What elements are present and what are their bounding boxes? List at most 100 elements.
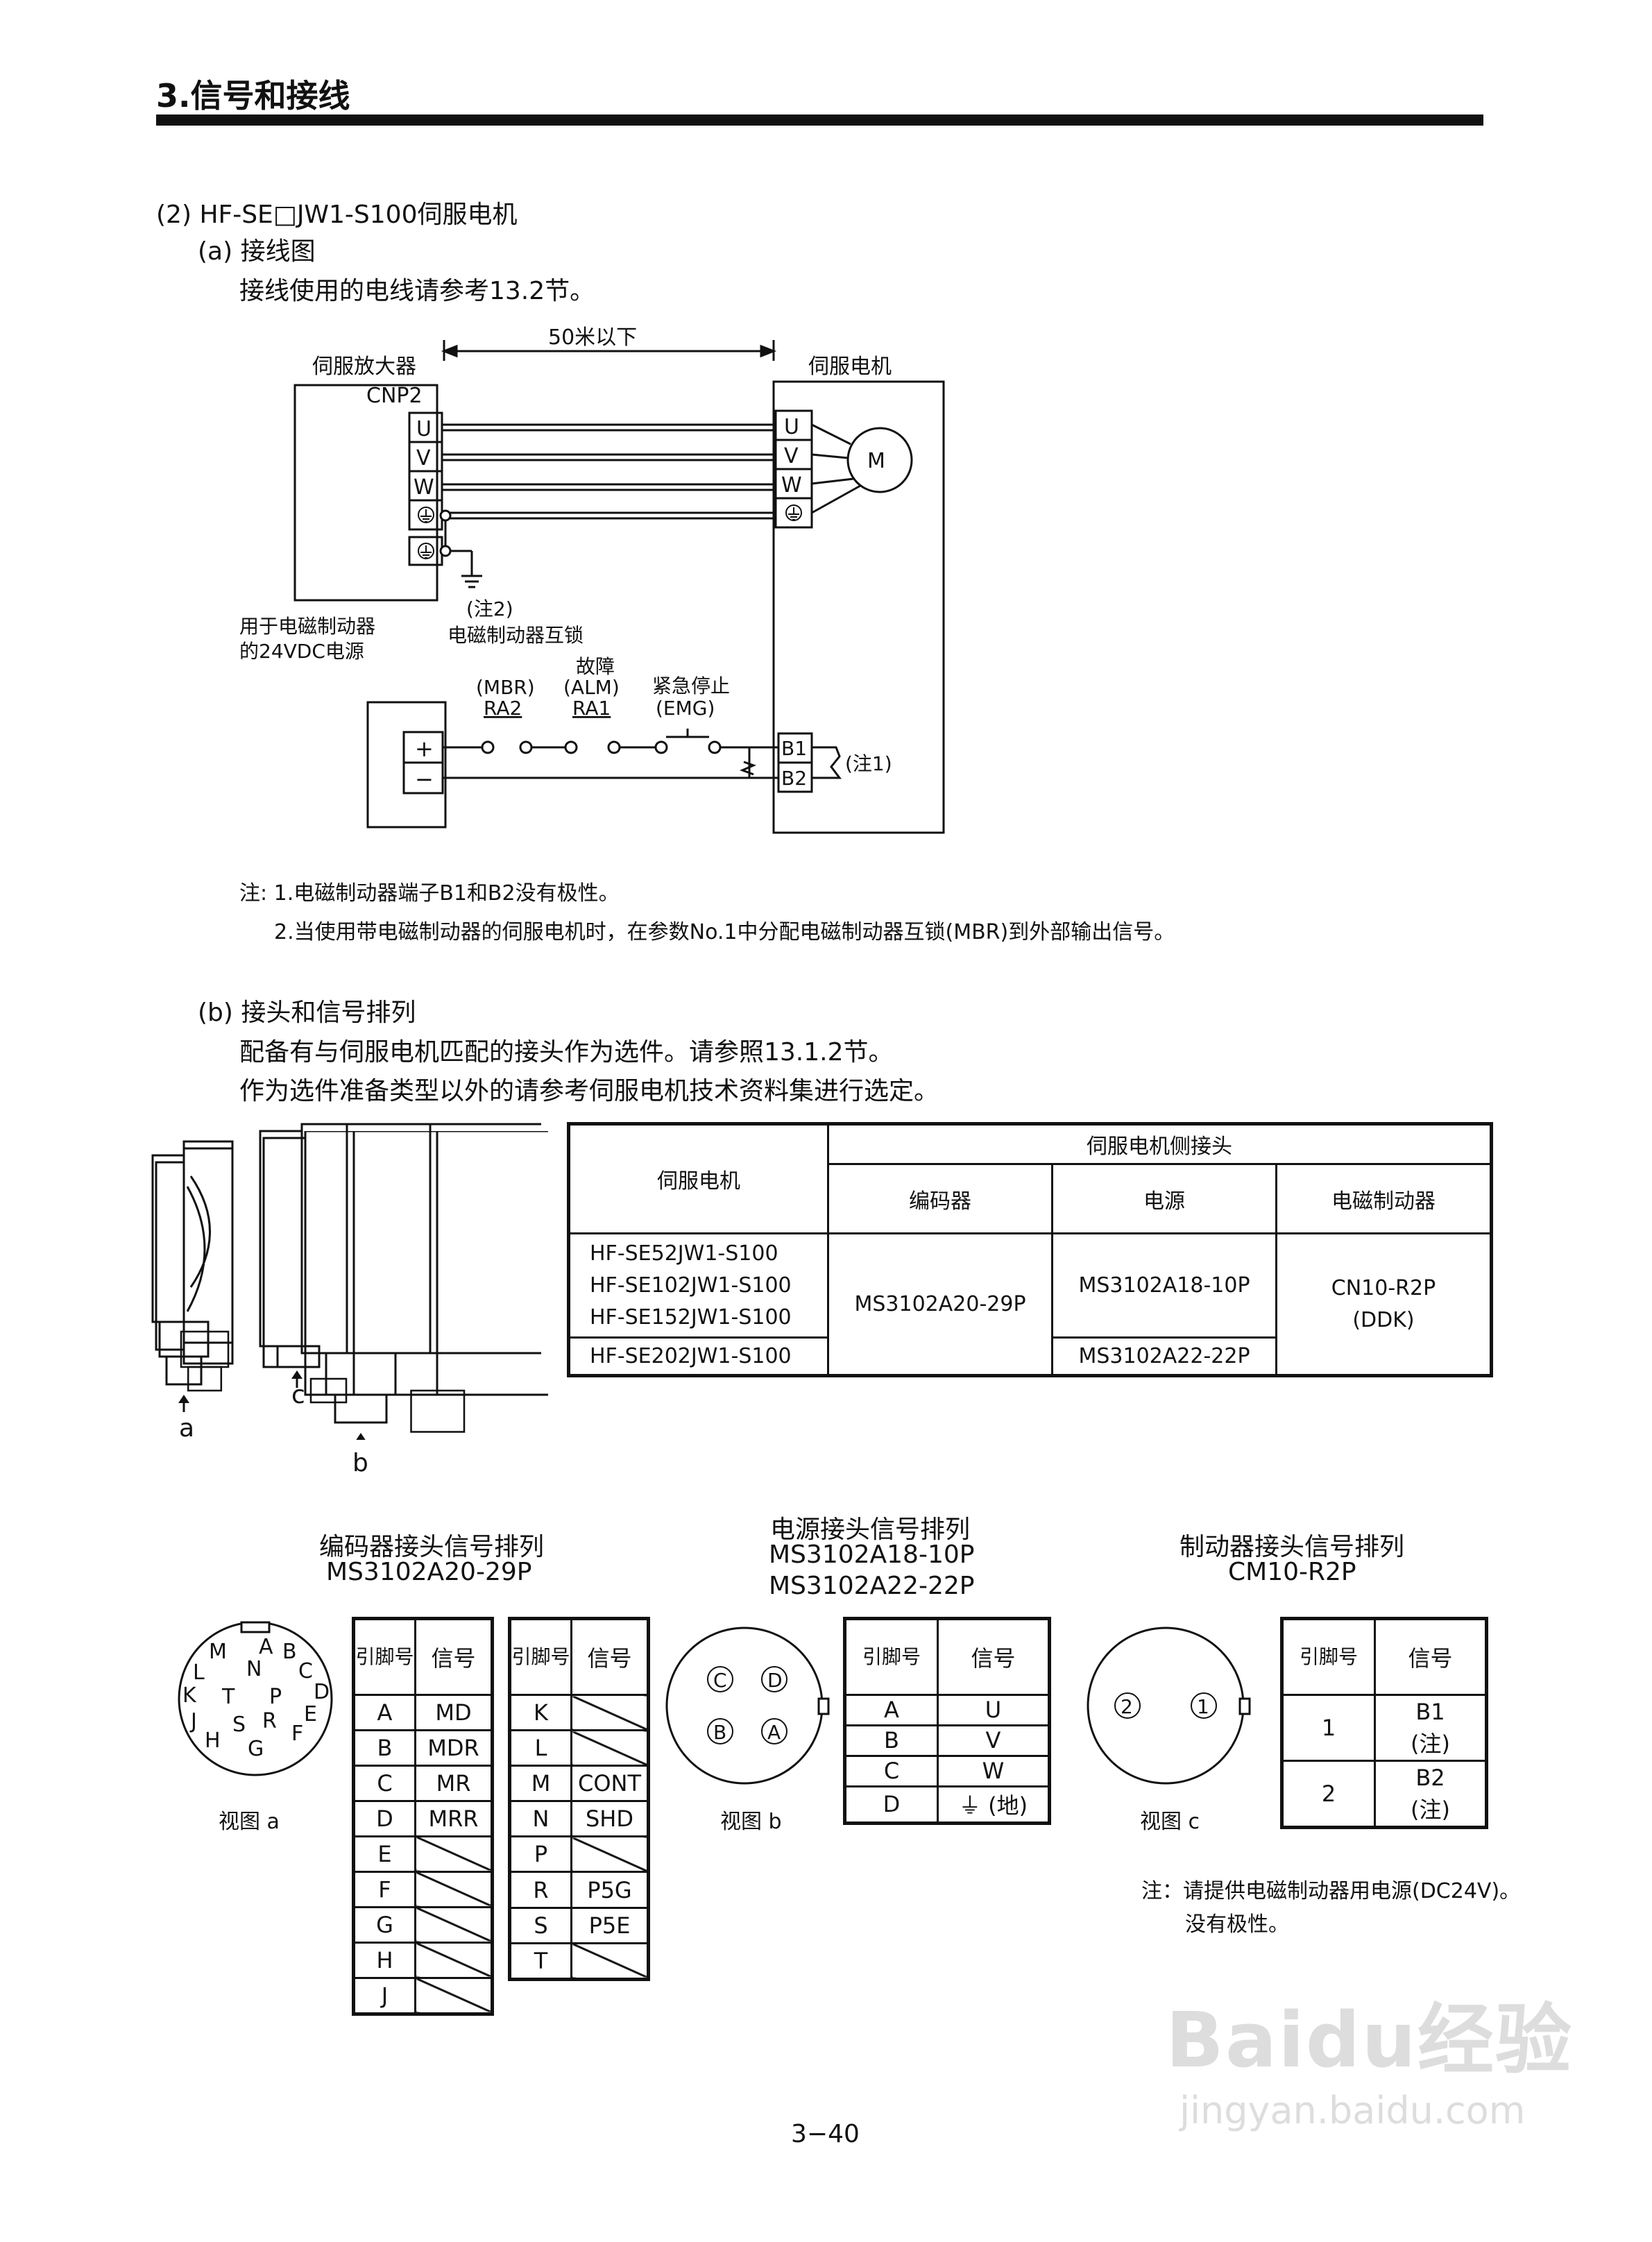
pin-cell: M: [509, 1765, 572, 1803]
col-pin-header: 引脚号: [352, 1617, 416, 1696]
pin-cell: N: [509, 1800, 572, 1838]
col-group-header: 伺服电机侧接头: [827, 1123, 1492, 1165]
motor-terminal-v: V: [784, 444, 799, 468]
signal-cell: MR: [414, 1764, 493, 1802]
col-sig-header: 信号: [937, 1617, 1050, 1696]
power-pin-C: C: [713, 1669, 727, 1692]
view-b-label: 视图 b: [720, 1810, 782, 1834]
ra2-label: RA2: [484, 697, 522, 720]
motor-side-view: [151, 1123, 541, 1440]
brake-pin-table: 引脚号 信号 1 B1 (注) 2 B2 (注): [1280, 1617, 1488, 1829]
power-conn-title: 电源接头信号排列: [770, 1515, 971, 1544]
alm-label: (ALM): [563, 676, 620, 699]
signal-cell: CONT: [570, 1765, 649, 1803]
col-power-header: 电源: [1051, 1163, 1277, 1234]
brake-connector-maker: (DDK): [1352, 1307, 1415, 1332]
unused-signal-cell: [414, 1835, 493, 1873]
unused-signal-cell: [570, 1942, 649, 1981]
view-b-marker: b: [352, 1449, 368, 1477]
baidu-watermark: Baidu经验 jingyan.baidu.com: [1166, 1978, 1573, 2132]
col-pin-header: 引脚号: [1281, 1617, 1376, 1696]
amp-terminal-v: V: [416, 446, 431, 470]
pin-cell: D: [844, 1785, 939, 1825]
power-connector-face: C D B A: [665, 1627, 830, 1785]
col-pin-header: 引脚号: [844, 1617, 939, 1696]
page-number: 3−40: [791, 2120, 860, 2148]
note1-ref: (注1): [845, 752, 892, 775]
col-brake-header: 电磁制动器: [1275, 1163, 1492, 1234]
col-pin-header: 引脚号: [509, 1617, 572, 1696]
signal-cell: P5G: [570, 1871, 649, 1909]
encoder-connector: MS3102A20-29P: [827, 1232, 1053, 1377]
brake-connector-face: 2 1: [1087, 1627, 1251, 1785]
pin-cell: E: [352, 1835, 416, 1873]
view-c-label: 视图 c: [1140, 1810, 1200, 1834]
pin-E: E: [304, 1702, 317, 1726]
section-b-line-2: 作为选件准备类型以外的请参考伺服电机技术资料集进行选定。: [239, 1077, 939, 1105]
brake-connector: CN10-R2P (DDK): [1275, 1232, 1492, 1377]
wiring-diagram: 50米以下 伺服放大器 伺服电机 CNP2 U V W U V W M (注2)…: [239, 325, 945, 834]
pin-L: L: [193, 1661, 205, 1685]
brake-pin-1: 1: [1197, 1695, 1209, 1718]
interlock-label: 电磁制动器互锁: [448, 624, 584, 647]
pin-B: B: [282, 1640, 297, 1664]
page-header-title: 3.信号和接线: [156, 77, 350, 114]
pin-cell: 2: [1281, 1760, 1376, 1828]
motor-label: 伺服电机: [808, 355, 892, 379]
pin-G: G: [248, 1737, 264, 1761]
pin-A: A: [259, 1635, 273, 1659]
signal-cell: W: [937, 1754, 1050, 1787]
section-a-note: 接线使用的电线请参考13.2节。: [239, 277, 595, 305]
watermark-logo-text: Baidu经验: [1166, 1996, 1573, 2084]
section-2-title: (2) HF-SE□JW1-S100伺服电机: [156, 201, 518, 229]
section-b-line-1: 配备有与伺服电机匹配的接头作为选件。请参照13.1.2节。: [239, 1038, 894, 1067]
model-name: HF-SE202JW1-S100: [568, 1336, 829, 1377]
pin-cell: D: [352, 1799, 416, 1837]
fault-label: 故障: [576, 655, 615, 678]
pin-F: F: [291, 1722, 303, 1746]
amp-terminal-w: W: [414, 475, 434, 500]
signal-name: B1: [1415, 1699, 1445, 1725]
signal-note: (注): [1411, 1797, 1450, 1823]
view-c-marker: c: [291, 1381, 305, 1409]
amp-terminal-u: U: [416, 417, 432, 441]
signal-cell: MD: [414, 1694, 493, 1731]
pin-cell: B: [352, 1729, 416, 1767]
power-pin-A: A: [767, 1721, 781, 1744]
pin-N: N: [246, 1657, 262, 1681]
view-a-label: 视图 a: [219, 1810, 280, 1834]
brake-connector-model: CN10-R2P: [1331, 1275, 1436, 1300]
signal-cell: B1 (注): [1374, 1694, 1488, 1762]
col-sig-header: 信号: [570, 1617, 649, 1696]
pin-cell: A: [352, 1694, 416, 1731]
signal-cell: V: [937, 1724, 1050, 1757]
model-name: HF-SE152JW1-S100: [590, 1305, 792, 1330]
pin-cell: F: [352, 1870, 416, 1908]
distance-label: 50米以下: [548, 325, 637, 350]
section-b-title: (b) 接头和信号排列: [198, 999, 416, 1027]
col-sig-header: 信号: [414, 1617, 493, 1696]
note2-ref: (注2): [466, 597, 513, 620]
note-2: 2.当使用带电磁制动器的伺服电机时，在参数No.1中分配电磁制动器互锁(MBR)…: [274, 920, 1175, 944]
unused-signal-cell: [414, 1870, 493, 1908]
power-pin-B: B: [713, 1721, 726, 1744]
cnp2-label: CNP2: [366, 384, 423, 408]
power-pin-D: D: [767, 1669, 783, 1692]
b2-terminal: B2: [781, 767, 807, 790]
pin-M: M: [209, 1640, 227, 1664]
signal-cell: B2 (注): [1374, 1760, 1488, 1828]
encoder-connector-face: A B C D E F G H J K L M N P R S T: [178, 1621, 333, 1776]
brake-conn-model: CM10-R2P: [1228, 1558, 1356, 1586]
connector-spec-table: 伺服电机 伺服电机侧接头 编码器 电源 电磁制动器 HF-SE52JW1-S10…: [567, 1122, 1493, 1377]
pin-cell: R: [509, 1871, 572, 1909]
pin-cell: A: [844, 1694, 939, 1726]
encoder-pin-letters: A B C D E F G H J K L M N P R S T: [182, 1635, 330, 1761]
pin-cell: T: [509, 1942, 572, 1981]
brake-note-1: 注：请提供电磁制动器用电源(DC24V)。: [1141, 1879, 1521, 1903]
unused-signal-cell: [414, 1976, 493, 2016]
col-encoder-header: 编码器: [827, 1163, 1053, 1234]
pin-S: S: [232, 1713, 246, 1737]
encoder-conn-model: MS3102A20-29P: [326, 1558, 532, 1586]
